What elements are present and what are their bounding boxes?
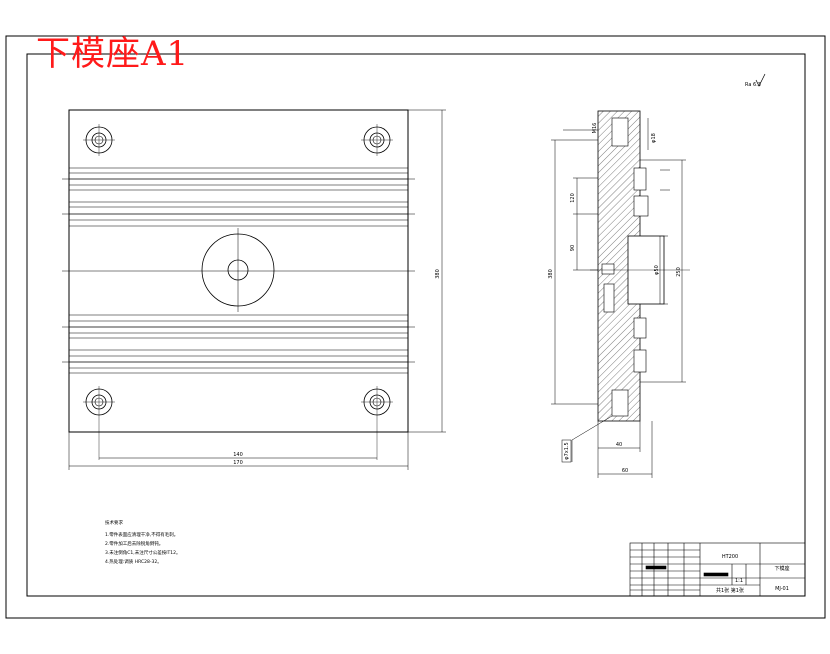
title-block-drawing-no: MJ-01 (775, 586, 789, 592)
dim-plan-height-label: 380 (435, 269, 441, 279)
title-block-part-name: 下模座 (774, 565, 789, 572)
note-item: 2.零件加工后去除锐角倒钝。 (105, 540, 163, 547)
dim-bore-label: φ50 (654, 265, 660, 275)
dim-left-a-label: 380 (548, 269, 554, 279)
bolt-hole-bl (83, 386, 115, 460)
technical-notes: 技术要求 1.零件表面应清理干净,不得有毛刺。 2.零件加工后去除锐角倒钝。 3… (105, 519, 181, 565)
bolt-hole-br (361, 386, 393, 460)
dim-right-a-label: 250 (676, 267, 682, 277)
inner-frame (26, 53, 806, 597)
dim-top-a-label: M16 (592, 123, 598, 134)
roughness-symbol: Ra 6.3 (745, 73, 766, 88)
dim-plan-height (408, 109, 446, 433)
note-item: 1.零件表面应清理干净,不得有毛刺。 (105, 531, 178, 538)
section-view: 380 120 90 M16 φ18 250 φ50 (548, 110, 690, 478)
title-block-sheet: 共1张 第1张 (716, 587, 744, 594)
svg-text:Ra 6.3: Ra 6.3 (745, 82, 761, 88)
dim-total-label: 60 (622, 468, 628, 474)
outer-frame (5, 35, 826, 619)
bolt-hole-tr (361, 124, 393, 156)
bolt-hole-tl (83, 124, 115, 156)
note-item: 4.热处理:调质 HRC28-32。 (105, 558, 162, 565)
dim-bolt-spacing-label: 140 (233, 452, 243, 458)
dim-left-b-label: 120 (570, 193, 576, 203)
notes-heading: 技术要求 (105, 519, 123, 526)
title-block (629, 542, 806, 597)
dim-top-b-label: φ18 (651, 133, 657, 143)
drawing-title: 下模座A1 (36, 34, 190, 74)
note-item: 3.未注倒角C1,未注尺寸公差按IT12。 (105, 549, 181, 556)
title-block-material: HT200 (722, 554, 738, 560)
leader-label: φ7x1.5 (564, 442, 570, 459)
plan-view: 380 140 170 (62, 109, 446, 470)
dim-thickness-label: 40 (616, 442, 622, 448)
dim-left-c-label: 90 (570, 245, 576, 251)
dim-overall-width-label: 170 (233, 460, 243, 466)
title-block-scale: 1:1 (735, 578, 743, 584)
